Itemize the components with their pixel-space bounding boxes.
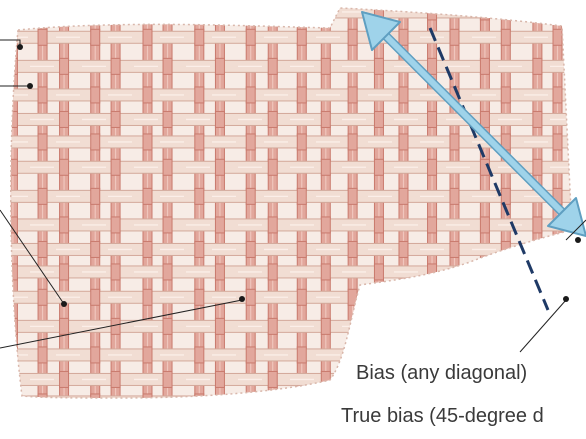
- leader-line-bias: [520, 300, 566, 352]
- bias-label: Bias (any diagonal): [356, 362, 527, 385]
- true-bias-label: True bias (45-degree d: [341, 405, 544, 428]
